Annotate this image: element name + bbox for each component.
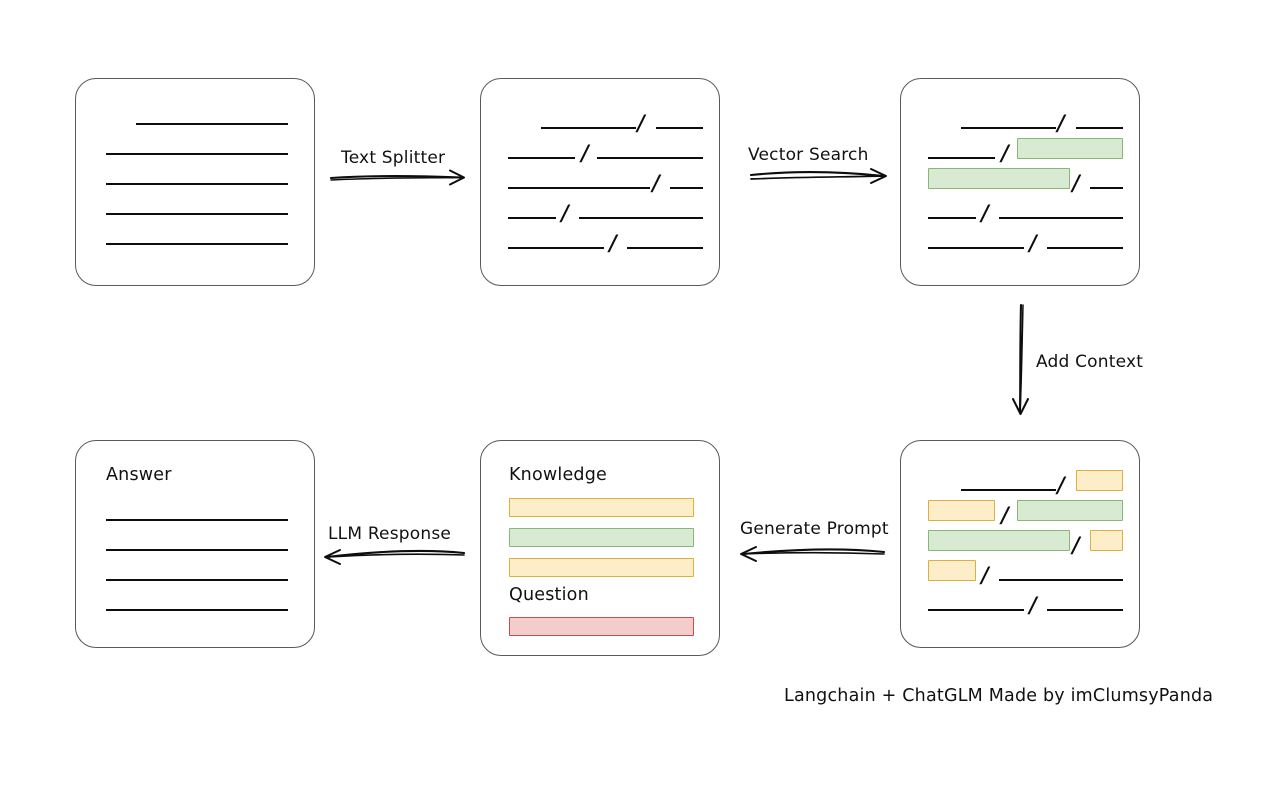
node-context-chunks[interactable]: / / / / / [900, 440, 1140, 648]
answer-label: Answer [106, 465, 172, 485]
question-bar-1 [509, 617, 694, 636]
arrow-generate-prompt [740, 546, 886, 562]
chunk-line-3-seg-1 [508, 187, 650, 189]
chunk-line-2-slash: / [581, 140, 589, 165]
match-line-1-seg-1 [961, 127, 1056, 129]
answer-line-4 [106, 609, 288, 611]
question-label: Question [509, 585, 589, 605]
ctx-line-5-seg-2 [1047, 609, 1123, 611]
knowledge-label: Knowledge [509, 465, 607, 485]
doc-line-5 [106, 243, 288, 245]
ctx-line-1-seg-2-highlight [1076, 470, 1123, 491]
arrow-text-splitter [329, 169, 465, 186]
match-line-3-seg-2 [1090, 187, 1123, 189]
chunk-line-1-slash: / [637, 110, 645, 135]
ctx-line-4-seg-1-highlight [928, 560, 976, 581]
answer-line-2 [106, 549, 288, 551]
edge-label-text-splitter: Text Splitter [341, 148, 446, 168]
chunk-line-5-slash: / [609, 230, 617, 255]
ctx-line-5-slash: / [1029, 592, 1037, 617]
node-prompt[interactable]: Knowledge Question [480, 440, 720, 656]
chunk-line-1-seg-2 [656, 127, 703, 129]
node-matched-chunks[interactable]: / / / / / [900, 78, 1140, 286]
match-line-5-seg-2 [1047, 247, 1123, 249]
arrow-add-context [1012, 303, 1029, 415]
ctx-line-4-slash: / [981, 562, 989, 587]
ctx-line-2-seg-2-highlight [1017, 500, 1123, 521]
knowledge-bar-2 [509, 528, 694, 547]
match-line-3-slash: / [1072, 170, 1080, 195]
edge-label-generate-prompt: Generate Prompt [740, 519, 889, 539]
match-line-1-seg-2 [1076, 127, 1123, 129]
chunk-line-4-slash: / [561, 200, 569, 225]
match-line-2-seg-2-highlight [1017, 138, 1123, 159]
ctx-line-1-seg-1 [961, 489, 1056, 491]
match-line-4-slash: / [981, 200, 989, 225]
node-source-document[interactable] [75, 78, 315, 286]
arrow-vector-search [749, 168, 887, 184]
chunk-line-4-seg-1 [508, 217, 556, 219]
footer-credit: Langchain + ChatGLM Made by imClumsyPand… [784, 686, 1214, 706]
match-line-1-slash: / [1057, 110, 1065, 135]
match-line-4-seg-2 [999, 217, 1123, 219]
ctx-line-5-seg-1 [928, 609, 1024, 611]
match-line-5-slash: / [1029, 230, 1037, 255]
ctx-line-3-seg-1-highlight [928, 530, 1070, 551]
chunk-line-5-seg-1 [508, 247, 604, 249]
knowledge-bar-3 [509, 558, 694, 577]
ctx-line-2-seg-1-highlight [928, 500, 995, 521]
match-line-2-slash: / [1001, 140, 1009, 165]
edge-label-llm-response: LLM Response [328, 524, 452, 544]
chunk-line-1-seg-1 [541, 127, 636, 129]
doc-line-3 [106, 183, 288, 185]
node-answer[interactable]: Answer [75, 440, 315, 648]
chunk-line-2-seg-1 [508, 157, 575, 159]
ctx-line-3-slash: / [1072, 532, 1080, 557]
answer-line-1 [106, 519, 288, 521]
match-line-4-seg-1 [928, 217, 976, 219]
chunk-line-3-slash: / [652, 170, 660, 195]
doc-line-1 [136, 123, 288, 125]
chunk-line-2-seg-2 [597, 157, 703, 159]
knowledge-bar-1 [509, 498, 694, 517]
ctx-line-1-slash: / [1057, 472, 1065, 497]
edge-label-add-context: Add Context [1036, 352, 1144, 372]
match-line-3-seg-1-highlight [928, 168, 1070, 189]
node-split-chunks[interactable]: / / / / / [480, 78, 720, 286]
ctx-line-3-seg-2-highlight [1090, 530, 1123, 551]
chunk-line-5-seg-2 [627, 247, 703, 249]
match-line-5-seg-1 [928, 247, 1024, 249]
edge-label-vector-search: Vector Search [748, 145, 869, 165]
chunk-line-3-seg-2 [670, 187, 703, 189]
arrow-llm-response [324, 549, 466, 565]
answer-line-3 [106, 579, 288, 581]
chunk-line-4-seg-2 [579, 217, 703, 219]
ctx-line-2-slash: / [1001, 502, 1009, 527]
ctx-line-4-seg-2 [999, 579, 1123, 581]
match-line-2-seg-1 [928, 157, 995, 159]
doc-line-4 [106, 213, 288, 215]
doc-line-2 [106, 153, 288, 155]
